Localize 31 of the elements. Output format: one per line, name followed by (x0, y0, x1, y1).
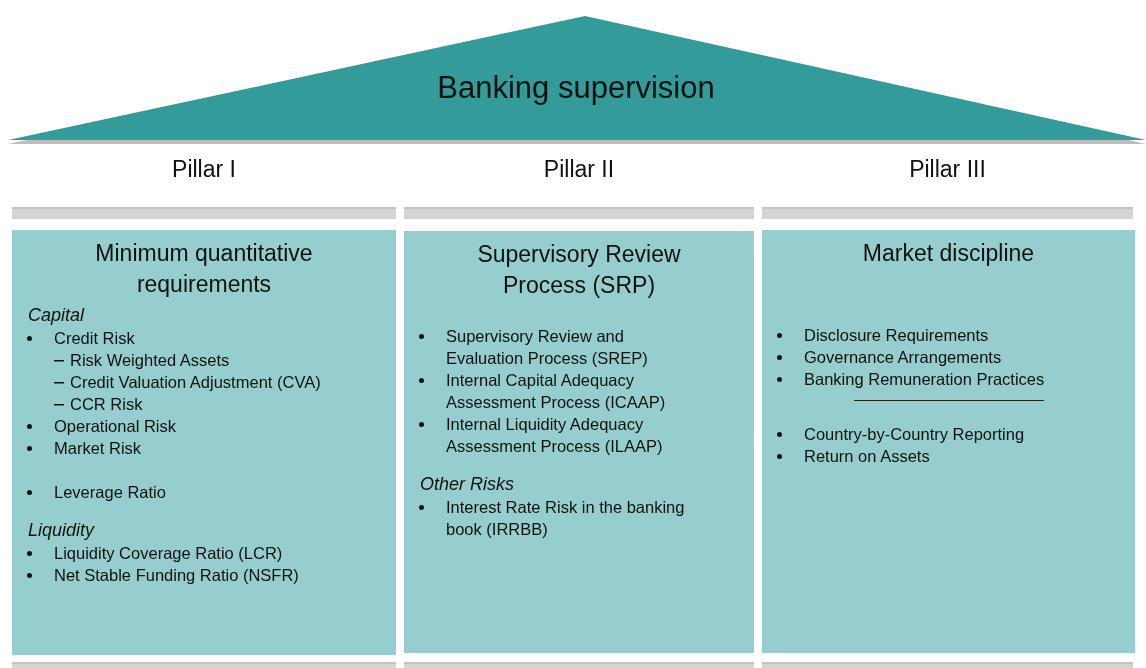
bullet-item: Market Risk (54, 439, 142, 457)
bullet-item: Disclosure Requirements (804, 326, 989, 344)
bullet-item: Leverage Ratio (54, 483, 166, 501)
bullet-item: Country-by-Country Reporting (804, 425, 1025, 443)
bullet-item: Governance Arrangements (804, 348, 1002, 366)
bullet-item: Return on Assets (804, 447, 930, 465)
box-heading: Minimum quantitative requirements (94, 239, 314, 299)
bullet-item: Credit Risk (54, 329, 135, 347)
sub-item: CCR Risk (70, 395, 143, 413)
pillar-box (404, 231, 754, 653)
section-heading: Liquidity (28, 519, 96, 542)
bullet-item: Net Stable Funding Ratio (NSFR) (54, 566, 299, 584)
bullet-item: Operational Risk (54, 417, 176, 435)
sub-item: Credit Valuation Adjustment (CVA) (70, 373, 321, 391)
box-heading: Market discipline (861, 239, 1036, 268)
pillar-label: Pillar I (171, 156, 237, 183)
sub-item: Risk Weighted Assets (70, 351, 230, 369)
pillar-label: Pillar III (908, 156, 987, 183)
bullet-item: Interest Rate Risk in the banking book (IRRBB) (446, 498, 685, 538)
roof-title: Banking supervision (436, 70, 716, 106)
bullet-item: Banking Remuneration Practices (804, 370, 1045, 388)
pillar-box (12, 230, 396, 655)
bullet-item: Supervisory Review and Evaluation Process (SREP) (446, 327, 648, 367)
bullet-item: Internal Capital Adequacy Assessment Process (ICAAP) (446, 371, 666, 411)
section-heading: Other Risks (420, 473, 516, 496)
bullet-item: Liquidity Coverage Ratio (LCR) (54, 544, 283, 562)
bullet-item: Internal Liquidity Adequacy Assessment Process (ILAAP) (446, 415, 663, 455)
section-heading: Capital (28, 304, 86, 327)
box-heading: Supervisory Review Process (SRP) (476, 240, 682, 300)
pillar-label: Pillar II (542, 156, 616, 183)
pillar-box (762, 230, 1135, 653)
